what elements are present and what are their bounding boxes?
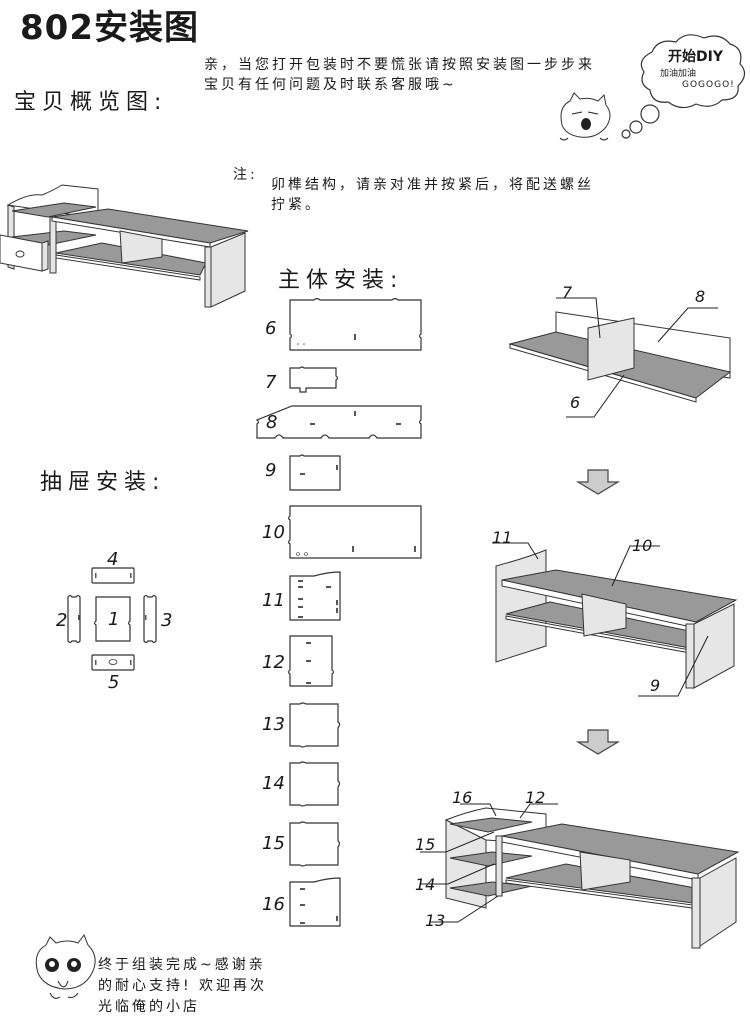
drawer-part-1: [93, 596, 131, 642]
note-text: 卯榫结构，请亲对准并按紧后，将配送螺丝 拧紧。: [271, 175, 594, 215]
step-3-illustration: [420, 803, 740, 949]
part-13: [289, 702, 341, 748]
intro-text: 亲，当您打开包装时不要慌张请按照安装图一步步来 宝贝有任何问题及时联系客服哦~: [204, 55, 595, 95]
part-8: [255, 405, 422, 439]
footer-line-1: 终于组装完成~感谢亲: [98, 957, 266, 973]
step3-label-15: 15: [415, 835, 436, 854]
drawer-part-label-3: 3: [161, 610, 173, 631]
down-arrow-icon: [575, 729, 621, 755]
step2-label-9: 9: [650, 676, 661, 695]
bubble-dot-large: [640, 104, 660, 124]
drawer-part-2: [67, 594, 81, 644]
step1-label-6: 6: [570, 393, 581, 412]
drawer-part-4: [91, 567, 135, 584]
step-2-illustration: [492, 542, 738, 697]
intro-line-1: 亲，当您打开包装时不要慌张请按照安装图一步步来: [204, 57, 595, 73]
step3-label-13: 13: [425, 911, 446, 930]
step2-board-9: [693, 603, 735, 689]
drawer-assembly-heading: 抽屉安装:: [40, 470, 166, 495]
part-label-7: 7: [265, 372, 277, 393]
part-6: [289, 297, 422, 351]
cat-icon: [35, 933, 96, 999]
part-10: [287, 505, 422, 559]
bubble-sub-text-1: 加油加油: [660, 69, 697, 79]
part-label-15: 15: [262, 833, 285, 854]
drawer-parts-layout: [67, 567, 157, 671]
intro-line-2: 宝贝有任何问题及时联系客服哦~: [204, 77, 457, 93]
part-label-8: 8: [266, 412, 278, 433]
step1-label-7: 7: [562, 283, 573, 302]
step-1-illustration: [508, 297, 732, 418]
drawer-part-label-1: 1: [108, 609, 120, 630]
note-label: 注:: [233, 167, 258, 183]
footer-line-2: 的耐心支持! 欢迎再次: [98, 978, 268, 994]
cat-icon: [559, 92, 611, 141]
part-label-6: 6: [265, 318, 277, 339]
bubble-main-text: 开始DIY: [668, 49, 723, 65]
note-line-1: 卯榫结构，请亲对准并按紧后，将配送螺丝: [271, 177, 594, 193]
overview-product-illustration: [0, 184, 249, 308]
step1-label-8: 8: [695, 287, 706, 306]
part-12: [287, 635, 335, 687]
bubble-dot-small: [621, 129, 631, 139]
part-label-12: 12: [262, 652, 285, 673]
down-arrow-icon: [575, 469, 621, 495]
part-label-13: 13: [262, 714, 285, 735]
part-15: [289, 821, 341, 867]
part-16: [289, 877, 341, 927]
step3-label-14: 14: [415, 875, 436, 894]
part-label-10: 10: [262, 522, 285, 543]
drawer-part-label-2: 2: [56, 610, 68, 631]
part-9: [289, 454, 341, 491]
footer-text: 终于组装完成~感谢亲 的耐心支持! 欢迎再次 光临俺的小店: [98, 955, 267, 1018]
overview-heading: 宝贝概览图:: [14, 90, 168, 115]
drawer-part-3: [143, 594, 157, 644]
step2-label-10: 10: [632, 536, 653, 555]
part-label-16: 16: [262, 894, 285, 915]
step3-label-12: 12: [525, 788, 546, 807]
step3-label-16: 16: [452, 788, 473, 807]
drawer-part-label-4: 4: [107, 549, 119, 570]
note-line-2: 拧紧。: [271, 197, 322, 213]
main-assembly-heading: 主体安装:: [278, 268, 404, 293]
page-title: 802安装图: [20, 8, 199, 48]
part-7: [289, 366, 339, 393]
bubble-sub-text-2: GOGOGO!: [682, 80, 735, 90]
part-label-11: 11: [262, 590, 285, 611]
drawer-part-5: [91, 654, 135, 671]
bubble-dot-medium: [629, 120, 643, 134]
footer-line-3: 光临俺的小店: [98, 999, 200, 1015]
drawer-part-label-5: 5: [108, 672, 120, 693]
step2-label-11: 11: [492, 528, 513, 547]
thought-bubble-illustration: [559, 34, 746, 141]
part-label-14: 14: [262, 773, 285, 794]
thought-bubble: [640, 34, 746, 109]
part-label-9: 9: [265, 460, 277, 481]
part-11: [289, 571, 341, 621]
part-14: [289, 761, 341, 807]
